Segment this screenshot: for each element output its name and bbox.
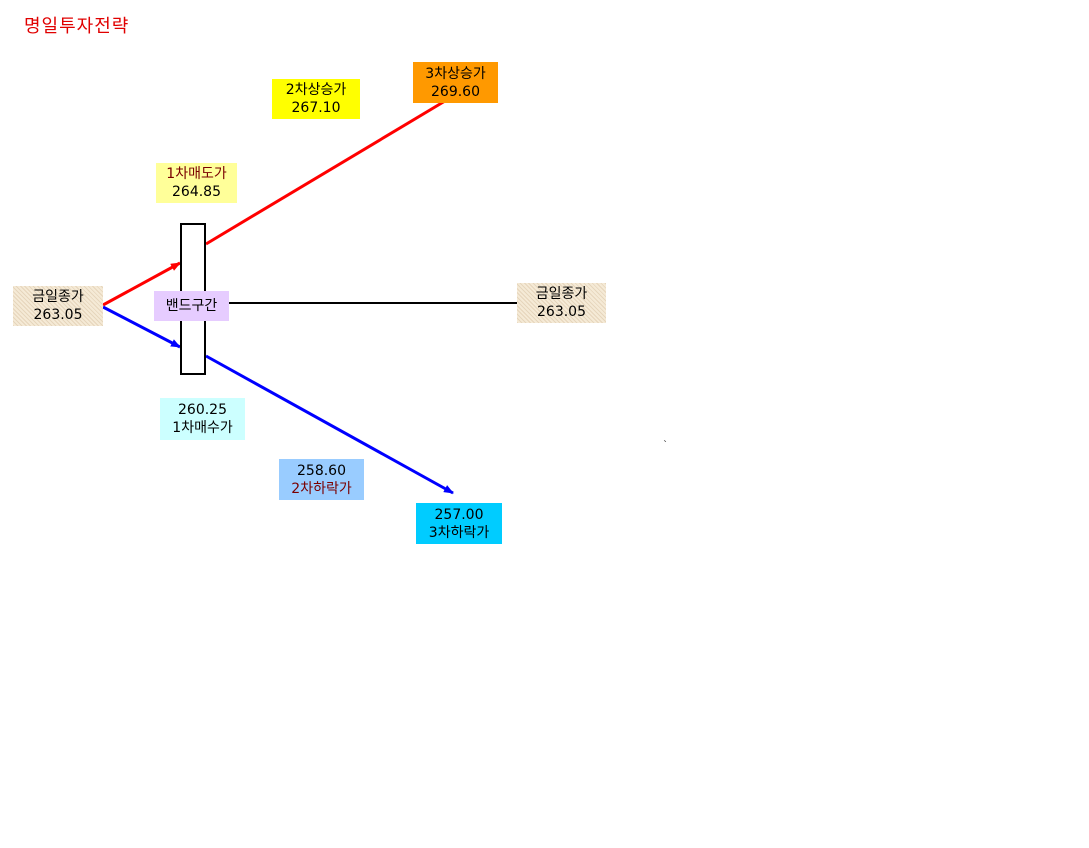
- rise3-value: 269.60: [431, 83, 480, 100]
- close-price-right-box: 금일종가 263.05: [517, 283, 606, 323]
- stray-mark: `: [663, 440, 668, 451]
- fall2-label: 2차하락가: [291, 480, 352, 497]
- buy1-label: 1차매수가: [172, 420, 233, 436]
- close-price-left-value: 263.05: [33, 307, 83, 323]
- fall2-value: 258.60: [297, 462, 346, 479]
- rise3-label: 3차상승가: [425, 65, 486, 82]
- close-price-right-label: 금일종가: [535, 286, 588, 302]
- close-price-left-box: 금일종가 263.05: [13, 286, 103, 326]
- sell1-label: 1차매도가: [166, 166, 227, 182]
- rise3-box: 3차상승가 269.60: [413, 62, 498, 103]
- fall3-value: 257.00: [434, 506, 484, 523]
- arrow-down-to-band: [102, 305, 181, 349]
- buy1-value: 260.25: [178, 402, 227, 418]
- rise2-value: 267.10: [291, 100, 341, 116]
- sell1-box: 1차매도가 264.85: [156, 163, 237, 203]
- fall2-box: 258.60 2차하락가: [279, 459, 364, 500]
- arrow-up-to-band: [102, 261, 181, 307]
- arrow-down-to-fall3: [205, 354, 454, 495]
- rise2-box: 2차상승가 267.10: [272, 79, 360, 119]
- close-price-left-label: 금일종가: [32, 289, 84, 305]
- fall3-label: 3차하락가: [428, 524, 490, 541]
- fall3-box: 257.00 3차하락가: [416, 503, 502, 544]
- buy1-box: 260.25 1차매수가: [160, 398, 245, 440]
- band-label-box: 밴드구간: [154, 291, 229, 321]
- line-up-to-rise3: [205, 99, 446, 246]
- sell1-value: 264.85: [172, 184, 221, 200]
- band-label: 밴드구간: [165, 298, 218, 314]
- page-title: 명일투자전략: [24, 16, 130, 37]
- close-price-right-value: 263.05: [537, 304, 586, 320]
- rise2-label: 2차상승가: [285, 82, 347, 98]
